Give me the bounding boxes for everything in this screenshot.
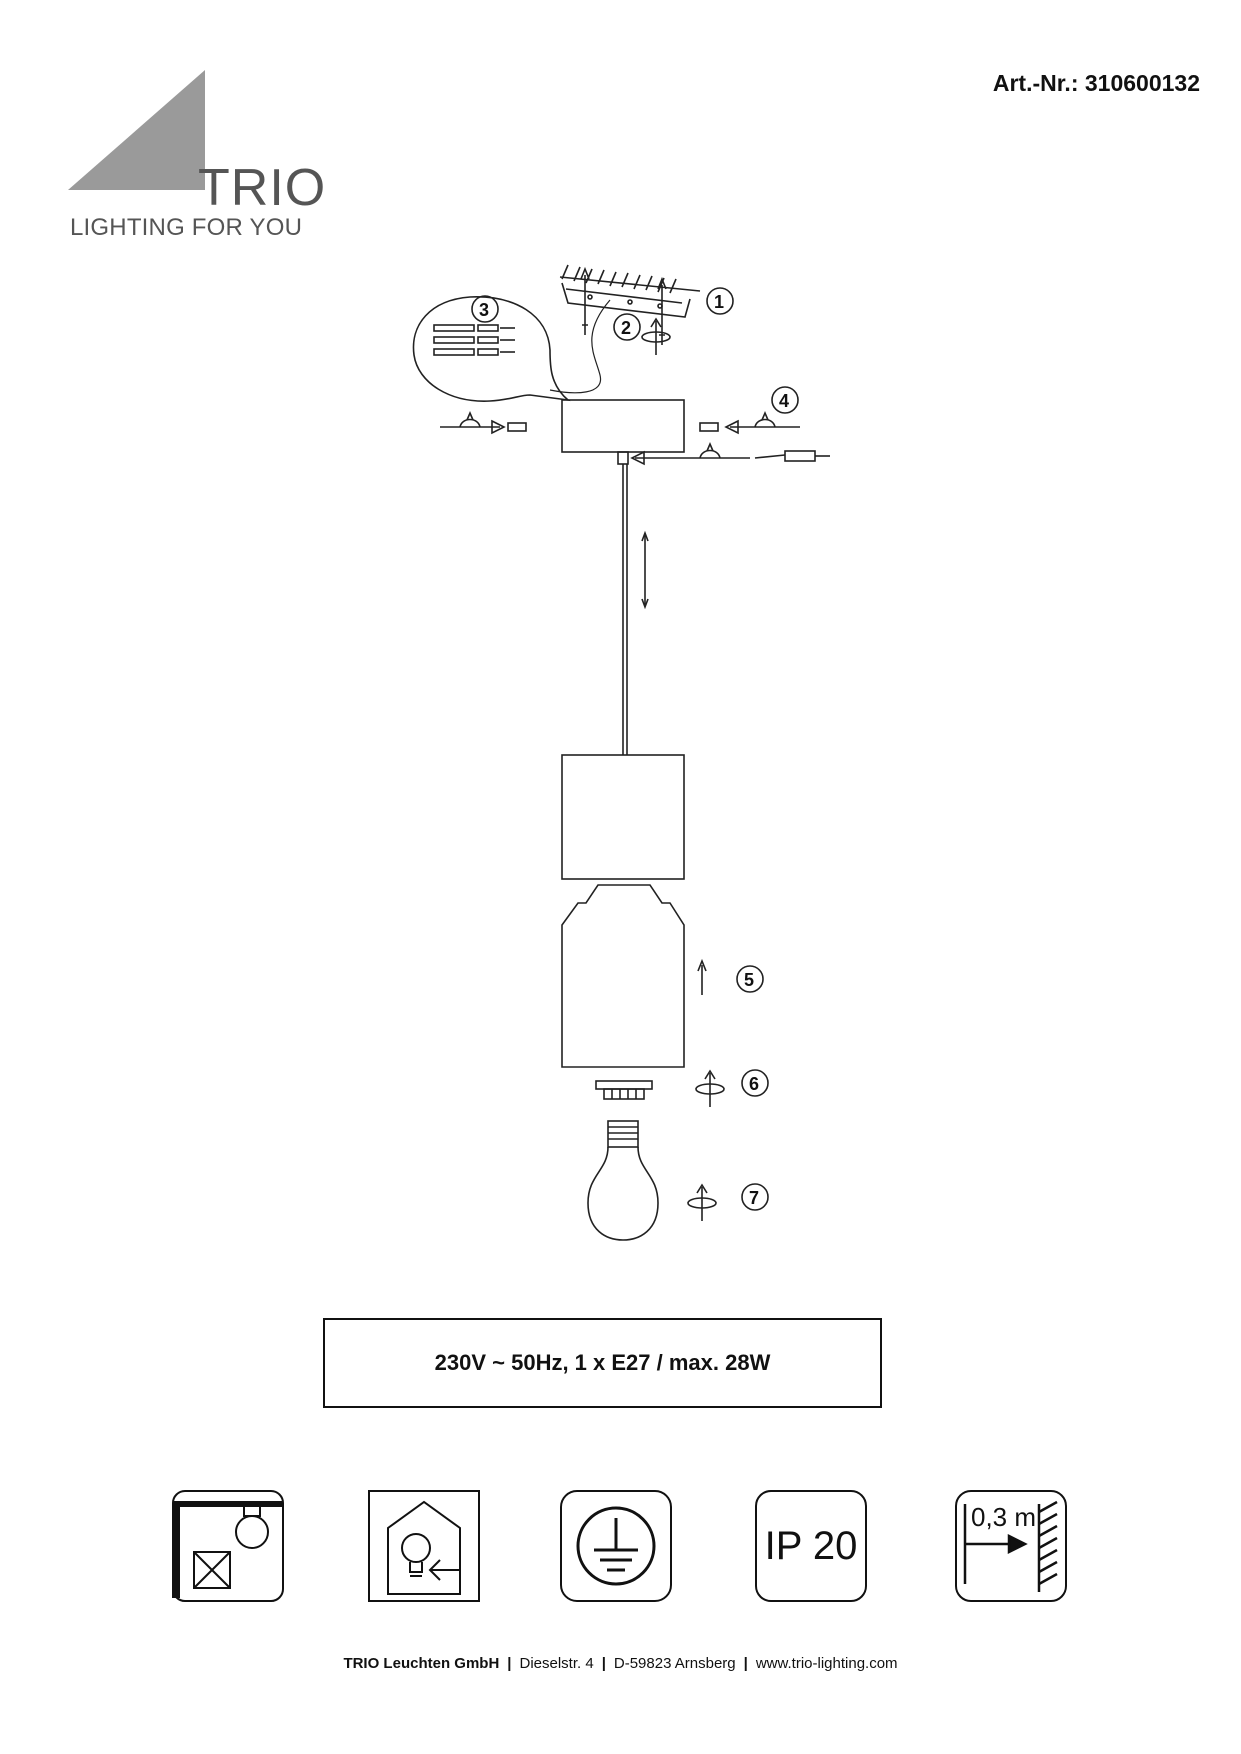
step-7-marker: [741, 1183, 769, 1211]
footer-company: TRIO Leuchten GmbH: [343, 1655, 500, 1672]
step-7-label: 7: [749, 1188, 759, 1208]
step-6-label: 6: [749, 1074, 759, 1094]
ip-rating-label: IP 20: [764, 1523, 858, 1568]
wiring-detail: [412, 296, 571, 402]
shade-ring: [595, 1080, 653, 1100]
step-6-marker: [741, 1069, 769, 1097]
protective-earth-icon: [560, 1490, 672, 1602]
supply-wire: [549, 299, 611, 394]
step-1-label: 1: [714, 292, 724, 312]
footer-separator: |: [507, 1655, 512, 1672]
step-3-label: 3: [479, 300, 489, 320]
cable-grip: [617, 451, 629, 465]
step-2-marker: [613, 313, 641, 341]
indoor-use-only-icon: [368, 1490, 480, 1602]
brand-name: TRIO: [198, 159, 327, 217]
left-screw-arrow: [440, 410, 527, 435]
rotate-arrow-icon: [695, 1069, 725, 1107]
trio-logo-icon: [68, 70, 205, 190]
ceiling-screws: [580, 266, 667, 345]
footer-website[interactable]: www.trio-lighting.com: [755, 1655, 898, 1672]
footer-street: Dieselstr. 4: [519, 1655, 594, 1672]
step-5-label: 5: [744, 970, 754, 990]
footer-city: D-59823 Arnsberg: [613, 1655, 736, 1672]
spec-box: 230V ~ 50Hz, 1 x E27 / max. 28W: [323, 1318, 882, 1408]
up-arrow-icon: [697, 958, 707, 995]
right-screw-arrow: [699, 410, 800, 435]
step-2-label: 2: [621, 318, 631, 338]
footer: TRIO Leuchten GmbH | Dieselstr. 4 | D-59823 …: [0, 1655, 1241, 1672]
step-1-marker: [706, 287, 734, 315]
screwdriver-icon: [630, 441, 830, 466]
min-distance-label: 0,3 m: [971, 1502, 1037, 1532]
rotate-arrow-icon: [687, 1183, 717, 1221]
height-adjust-arrow-icon: [641, 530, 649, 610]
min-distance-icon: 0,3 m: [955, 1490, 1067, 1602]
footer-separator: |: [601, 1655, 606, 1672]
electrical-specification: 230V ~ 50Hz, 1 x E27 / max. 28W: [434, 1350, 771, 1375]
footer-separator: |: [743, 1655, 748, 1672]
brand-tagline: LIGHTING FOR YOU: [70, 214, 303, 241]
ceiling-canopy: [561, 399, 685, 453]
ip-rating-icon: IP 20: [755, 1490, 867, 1602]
step-4-label: 4: [779, 391, 789, 411]
lamp-shade: [561, 884, 685, 1068]
rotate-arrow-icon: [641, 317, 671, 355]
light-bulb-icon: [587, 1120, 659, 1241]
assembly-diagram: 1 2 3 4: [412, 264, 830, 1241]
no-insulated-ceiling-icon: [172, 1490, 284, 1602]
ceiling-hatch: [559, 264, 701, 294]
step-5-marker: [736, 965, 764, 993]
article-number: Art.-Nr.: 310600132: [992, 70, 1200, 96]
lamp-housing: [561, 754, 685, 880]
step-4-marker: [771, 386, 799, 414]
step-3-marker: [471, 295, 499, 323]
